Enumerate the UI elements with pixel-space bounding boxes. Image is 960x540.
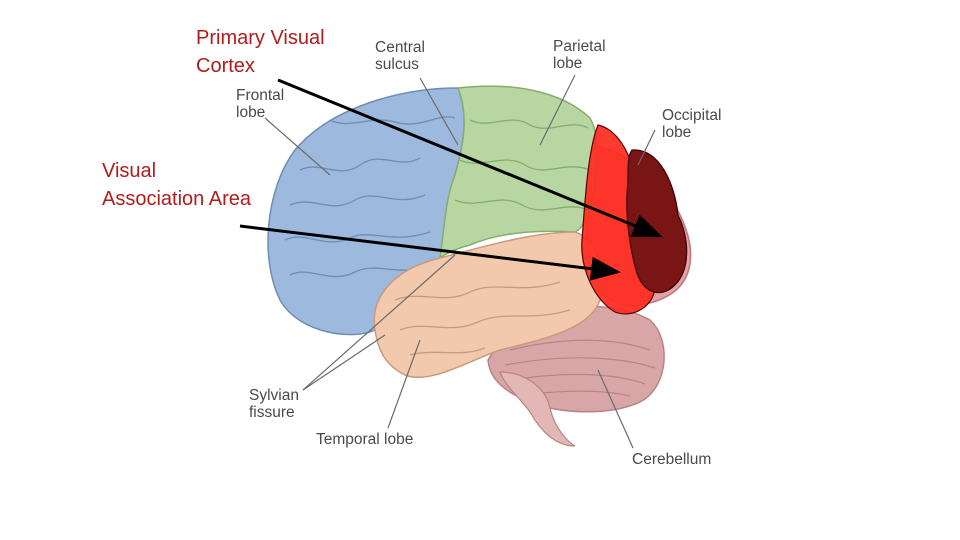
parietal-lobe-label: Parietal lobe (553, 38, 606, 72)
primary-visual-cortex-region (627, 150, 687, 293)
temporal-lobe-label: Temporal lobe (316, 431, 413, 448)
sylvian-fissure-label: Sylvian fissure (249, 387, 299, 421)
occipital-lobe-label: Occipital lobe (662, 107, 721, 141)
visual-association-area-callout: Visual Association Area (102, 157, 251, 213)
cerebellum-label: Cerebellum (632, 451, 711, 468)
frontal-lobe-label: Frontal lobe (236, 87, 284, 121)
sylvian-fissure-leader-2 (303, 335, 385, 390)
central-sulcus-label: Central sulcus (375, 39, 425, 73)
primary-visual-cortex-callout: Primary Visual Cortex (196, 24, 325, 80)
